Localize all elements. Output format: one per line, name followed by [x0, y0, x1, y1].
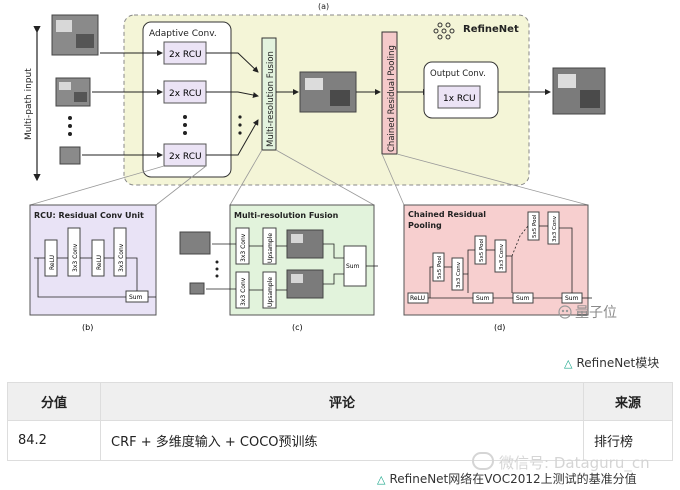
- rcu-panel-layers: [44, 227, 149, 303]
- module-caption-text: RefineNet模块: [576, 356, 660, 370]
- mrf-upsample-2: Upsample: [267, 277, 274, 307]
- mrf-panel-title: Multi-resolution Fusion: [234, 211, 339, 220]
- rcu-blocks: 2x RCU 2x RCU 2x RCU: [163, 41, 207, 167]
- multi-path-input-label: Multi-path input: [24, 68, 34, 140]
- qbitai-watermark: 量子位: [558, 305, 617, 321]
- mrf-sum: Sum: [346, 263, 360, 270]
- mrf-conv-1: 3x3 Conv: [240, 233, 247, 262]
- refinenet-logo-icon: [433, 22, 455, 40]
- header-comment: 评论: [100, 382, 584, 421]
- rcu-panel-title: RCU: Residual Conv Unit: [34, 211, 144, 220]
- rcu-relu-2: ReLU: [96, 255, 103, 270]
- module-caption: △RefineNet模块: [564, 354, 659, 371]
- output-conv-title: Output Conv.: [430, 69, 486, 79]
- rcu-label-2: 2x RCU: [169, 89, 202, 99]
- input-image-thumbnails: [51, 14, 99, 165]
- crp-pool-2: 5x5 Pool: [479, 238, 485, 262]
- wechat-icon: [472, 452, 494, 470]
- adaptive-conv-title: Adaptive Conv.: [149, 29, 217, 39]
- rcu-conv-2: 3x3 Conv: [118, 243, 125, 272]
- crp-label: Chained Residual Pooling: [387, 45, 397, 152]
- panel-label-d: (d): [494, 323, 505, 332]
- crp-sum-3: Sum: [565, 295, 579, 302]
- crp-panel-title-1: Chained Residual: [408, 210, 486, 219]
- crp-conv-1: 3x3 Conv: [456, 261, 462, 288]
- table-row: 84.2 CRF + 多维度输入 + COCO预训练 排行榜: [7, 420, 673, 461]
- rcu-label-1: 2x RCU: [169, 50, 202, 60]
- crp-conv-2: 3x3 Conv: [499, 243, 505, 270]
- table-header-row: 分值 评论 来源: [7, 382, 673, 421]
- fusion-block: [261, 37, 277, 151]
- refinenet-brand: RefineNet: [463, 24, 519, 35]
- refinenet-diagram: (a) Multi-path input RefineNet Adaptive …: [24, 2, 617, 332]
- output-rcu-label: 1x RCU: [443, 94, 476, 104]
- cell-source: 排行榜: [583, 420, 673, 461]
- triangle-icon-2: △: [377, 473, 386, 486]
- output-image: [552, 67, 606, 115]
- fusion-label: Multi-resolution Fusion: [266, 51, 276, 147]
- wechat-watermark: 微信号: Dataguru_cn: [472, 452, 650, 473]
- crp-pool-3: 5x5 Pool: [532, 214, 538, 238]
- rcu-label-3: 2x RCU: [169, 152, 202, 162]
- crp-block: [381, 31, 398, 155]
- triangle-icon: △: [564, 357, 573, 370]
- mrf-conv-2: 3x3 Conv: [240, 277, 247, 306]
- header-score: 分值: [7, 382, 101, 421]
- cell-comment: CRF + 多维度输入 + COCO预训练: [100, 420, 584, 461]
- wechat-watermark-text: 微信号: Dataguru_cn: [499, 454, 650, 472]
- benchmark-caption: △RefineNet网络在VOC2012上测试的基准分值: [377, 470, 637, 487]
- crp-relu: ReLU: [410, 295, 425, 302]
- qbitai-watermark-text: 量子位: [575, 305, 617, 321]
- panel-label-a: (a): [318, 2, 329, 11]
- score-table: 分值 评论 来源 84.2 CRF + 多维度输入 + COCO预训练 排行榜: [7, 382, 673, 461]
- rcu-relu-1: ReLU: [49, 255, 56, 270]
- cell-score: 84.2: [7, 420, 101, 461]
- crp-sum-1: Sum: [476, 295, 490, 302]
- crp-conv-3: 3x3 Conv: [552, 215, 558, 242]
- crp-panel-title-2: Pooling: [408, 221, 442, 230]
- mrf-feature-images: [286, 229, 324, 299]
- rcu-conv-1: 3x3 Conv: [72, 243, 79, 272]
- crp-sum-2: Sum: [516, 295, 530, 302]
- header-source: 来源: [583, 382, 673, 421]
- fused-feature-image: [299, 71, 357, 113]
- panel-label-c: (c): [292, 323, 303, 332]
- crp-pool-1: 5x5 Pool: [437, 255, 443, 279]
- mrf-upsample-1: Upsample: [267, 233, 274, 263]
- panel-label-b: (b): [82, 323, 93, 332]
- benchmark-caption-text: RefineNet网络在VOC2012上测试的基准分值: [389, 472, 637, 486]
- rcu-sum: Sum: [129, 294, 143, 301]
- mrf-inputs: [179, 231, 219, 295]
